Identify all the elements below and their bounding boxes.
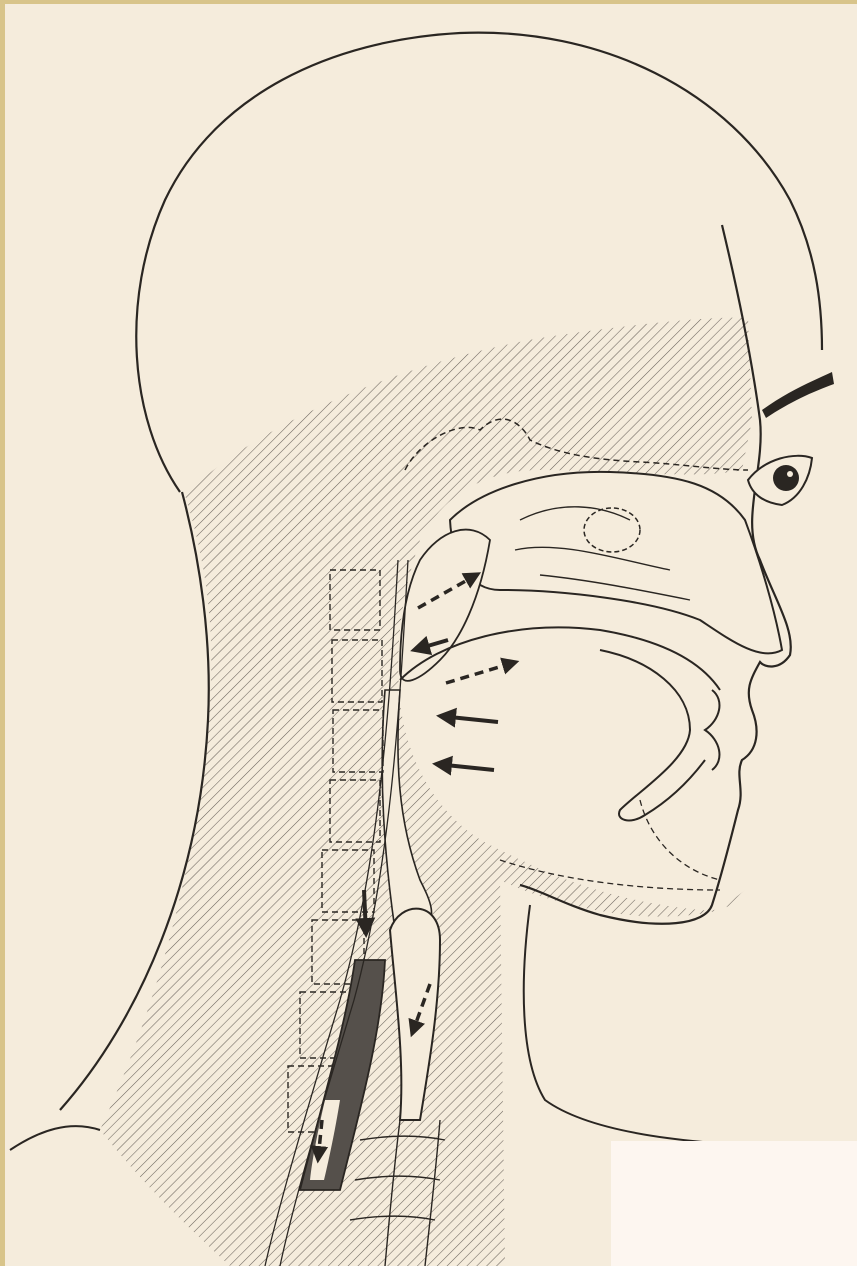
eye-highlight [787, 471, 793, 477]
blank-label-box [611, 1141, 857, 1266]
eye-iris [773, 465, 799, 491]
